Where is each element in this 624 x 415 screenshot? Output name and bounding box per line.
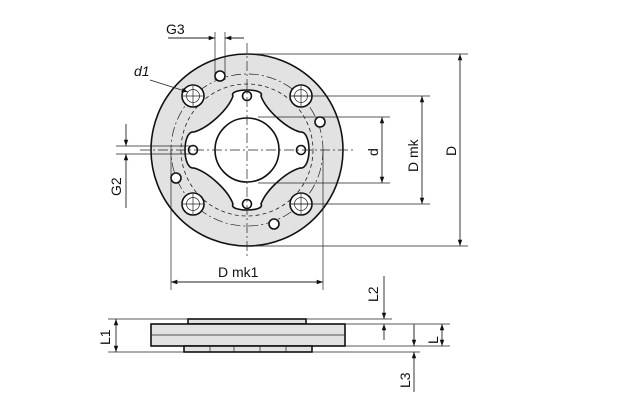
top-view: G3 d1 G2 d D mk [108, 21, 468, 290]
label-g3: G3 [166, 21, 185, 37]
label-l1: L1 [97, 329, 113, 345]
label-l2: L2 [365, 286, 381, 302]
g3-dimension [168, 32, 244, 80]
lobe-holes [187, 90, 307, 210]
label-d1: d1 [134, 63, 150, 79]
l3-dimension [312, 325, 420, 392]
d-mk1-dimension [170, 150, 324, 290]
l1-dimension [108, 318, 188, 353]
side-bottom-spigot [183, 345, 313, 353]
label-g2: G2 [108, 177, 124, 196]
label-l: L [425, 336, 441, 344]
d-mk-dimension [290, 95, 430, 205]
d1-leader [149, 79, 189, 93]
label-d-outer: D [443, 146, 459, 156]
label-l3: L3 [397, 372, 413, 388]
d-outer-dimension [247, 53, 468, 247]
side-view: L1 L2 L L3 [97, 276, 450, 392]
label-d: d [365, 148, 381, 156]
g2-dimension [116, 124, 196, 208]
label-d-mk: D mk [405, 138, 421, 172]
d-dimension [258, 116, 390, 184]
label-d-mk1: D mk1 [218, 264, 259, 280]
l2-dimension [306, 276, 392, 340]
